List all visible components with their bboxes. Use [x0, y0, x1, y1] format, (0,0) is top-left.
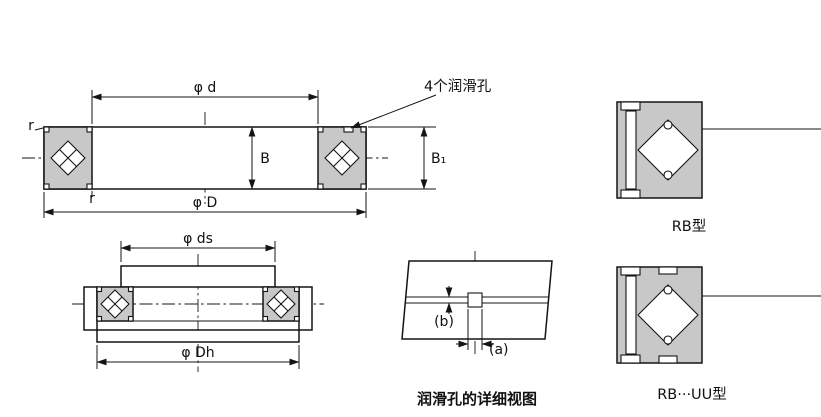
counterbore — [620, 266, 641, 276]
lube-hole — [467, 292, 483, 308]
bolt-hole-slot — [625, 101, 637, 199]
phi-Dh-label: φ Dh — [181, 345, 214, 361]
roller-cross-line — [333, 149, 351, 167]
dim-b: (b) — [434, 286, 454, 330]
dim-phi-ds: φ ds — [120, 231, 276, 262]
lube-hole-mark — [343, 126, 354, 133]
phi-d-label: φ d — [194, 80, 217, 96]
counterbore — [620, 189, 641, 199]
right-roller — [266, 289, 296, 319]
dim-B: B — [248, 126, 270, 190]
rbuu-type-label: RB···UU型 — [657, 386, 727, 403]
seal-groove-notches — [96, 286, 300, 322]
bottom-band — [96, 329, 300, 343]
B1-label: B₁ — [431, 151, 446, 167]
rbuu-type-detail: RB···UU型 — [616, 266, 821, 403]
dim-phi-Dh: φ Dh — [96, 345, 300, 369]
rb-type-label: RB型 — [672, 218, 707, 235]
leader-line — [350, 94, 437, 129]
bearing-outline — [43, 126, 367, 190]
lube-hole-detail-view: (b) (a) 润滑孔的详细视图 — [401, 251, 553, 408]
dim-phi-D: φ D — [43, 192, 367, 218]
right-roller — [324, 140, 360, 176]
dim-phi-d: φ d — [91, 80, 319, 124]
r-bottom-label: r — [89, 191, 95, 207]
left-flange — [83, 286, 98, 331]
left-roller — [50, 140, 86, 176]
dim-B1: B₁ — [368, 126, 446, 190]
spacer-circle — [663, 335, 673, 345]
detail-caption: 润滑孔的详细视图 — [417, 390, 537, 408]
roller-diamond — [637, 284, 699, 346]
left-roller — [100, 289, 130, 319]
fillet-callouts: r r — [28, 118, 95, 207]
counterbore — [620, 101, 641, 111]
phi-D-label: φ D — [193, 195, 217, 211]
inner-ring-band — [120, 265, 276, 288]
counterbore — [620, 354, 641, 364]
B-label: B — [260, 151, 270, 167]
spacer-circle — [663, 170, 673, 180]
lube-holes-callout: 4个润滑孔 — [350, 78, 492, 129]
lube-holes-note: 4个润滑孔 — [424, 78, 492, 95]
phi-ds-label: φ ds — [183, 231, 213, 247]
seal-groove-notches — [43, 126, 367, 190]
bolt-hole-slot — [625, 266, 637, 364]
roller-cross-line — [59, 149, 77, 167]
right-flange — [298, 286, 313, 331]
spacer-circle — [663, 285, 673, 295]
mounting-section-view: φ ds φ Dh — [72, 231, 324, 372]
roller-diamond — [637, 119, 699, 181]
seal-section — [658, 266, 678, 275]
dim-a: (a) — [456, 309, 509, 358]
seal-section — [658, 355, 678, 364]
main-section-view: φ d φ D B B₁ r r 4个润滑孔 — [22, 78, 492, 218]
a-label: (a) — [489, 342, 509, 358]
spacer-circle — [663, 120, 673, 130]
rb-type-detail: RB型 — [616, 101, 821, 235]
b-label: (b) — [434, 314, 454, 330]
r-top-label: r — [28, 118, 34, 134]
